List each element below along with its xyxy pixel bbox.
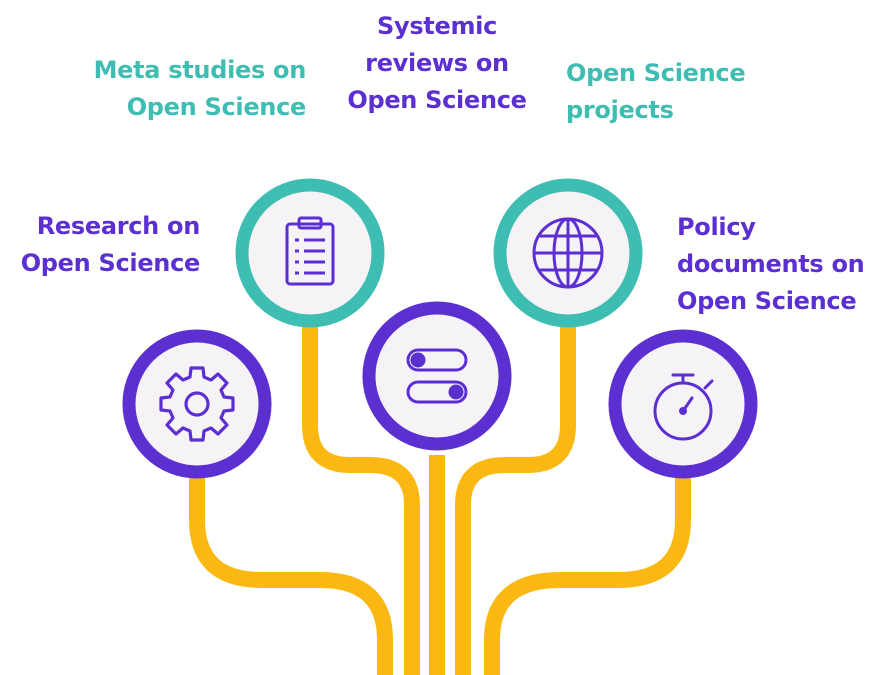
toggle-switches-icon [406, 348, 468, 404]
connector-open-science-projects [455, 325, 576, 675]
connector-policy-documents [484, 470, 691, 675]
meta-studies-node [235, 178, 385, 328]
open-science-projects-label: Open Science projects [566, 59, 746, 124]
globe-icon [532, 217, 604, 289]
policy-documents-node [608, 329, 758, 479]
connector-meta-studies [302, 325, 420, 675]
connector-lines [189, 325, 691, 675]
research-label: Research on Open Science [20, 212, 201, 277]
systemic-reviews-node [362, 301, 512, 451]
systemic-reviews-label: Systemic reviews on Open Science [347, 12, 527, 114]
gear-icon [159, 366, 235, 442]
meta-studies-label: Meta studies on Open Science [93, 56, 307, 121]
stopwatch-icon [653, 373, 714, 441]
connector-research [189, 470, 393, 675]
research-node [122, 329, 272, 479]
policy-documents-label: Policy documents on Open Science [677, 213, 865, 315]
open-science-projects-node [493, 178, 643, 328]
clipboard-icon [285, 216, 335, 286]
